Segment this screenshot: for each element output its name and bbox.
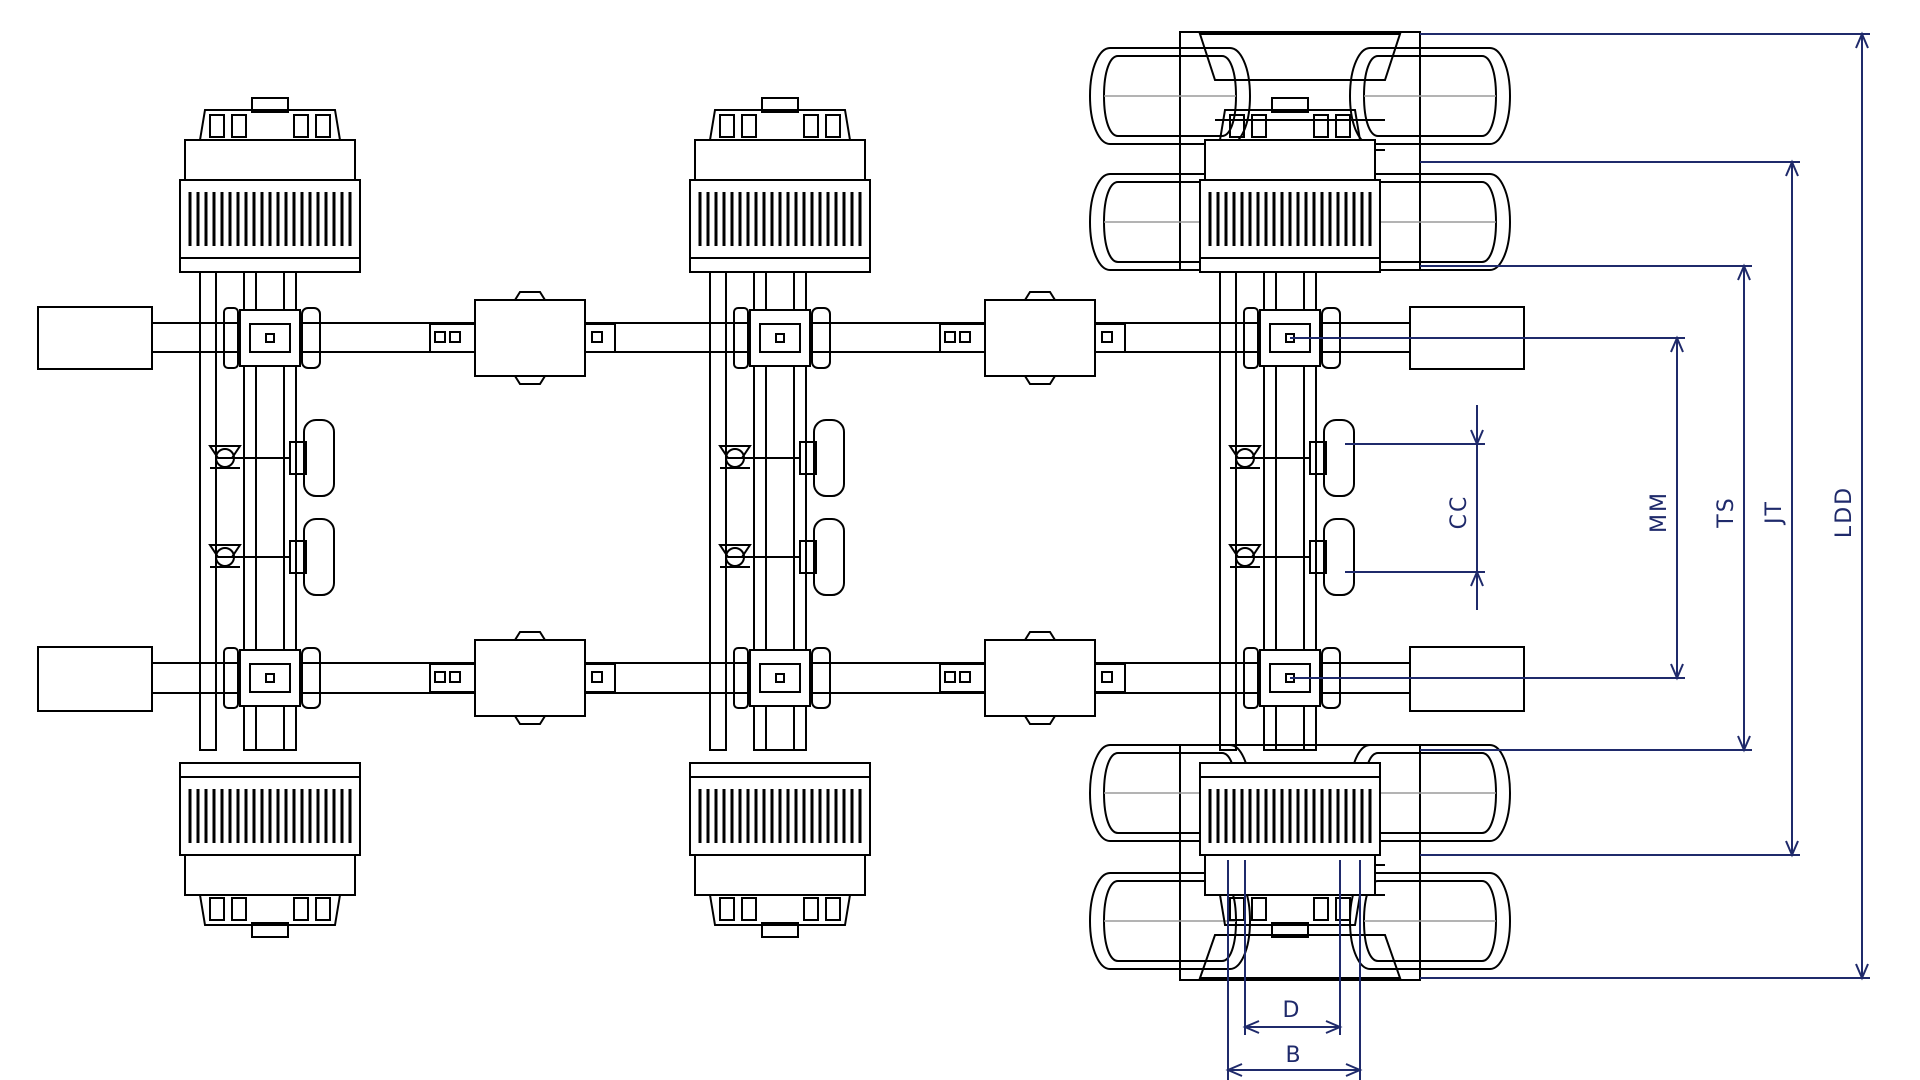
dimension-label-d: D [1283,998,1302,1023]
dimension-label-ts: TS [1714,496,1739,528]
dimension-lines [1225,31,1870,1080]
dimension-label-b: B [1285,1043,1302,1068]
dimension-label-cc: CC [1447,495,1472,530]
hanger-bracket [939,631,1126,725]
hanger-bracket [429,291,616,385]
dimension-label-mm: MM [1647,491,1672,533]
axle-assembly-3 [1089,31,1511,981]
dimension-label-ldd: LDD [1832,486,1857,538]
axle-assembly-1 [178,96,362,937]
dimension-label-jt: JT [1762,500,1787,526]
axle-assembly-2 [688,96,872,937]
hanger-bracket [429,631,616,725]
hanger-bracket [939,291,1126,385]
